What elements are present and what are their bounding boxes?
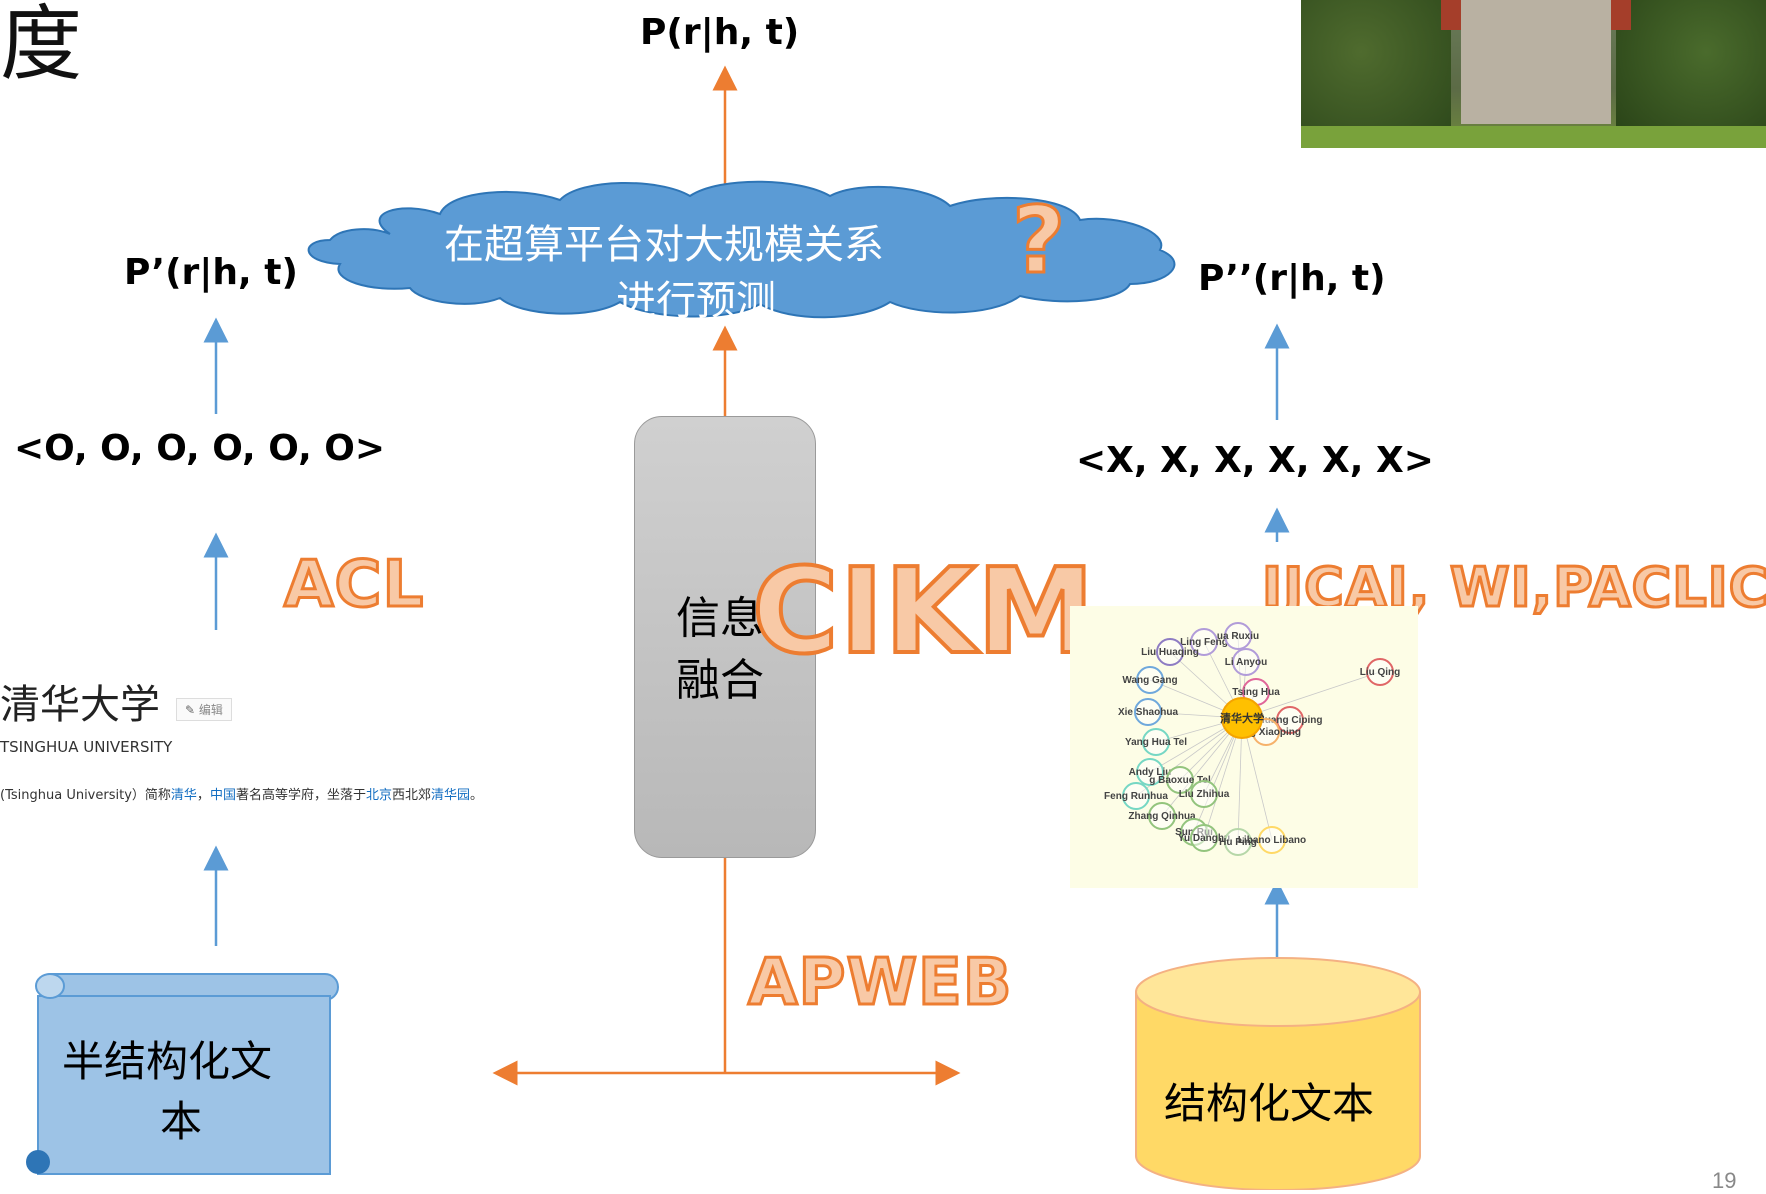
graph-node	[1190, 824, 1218, 852]
left-vector: <O, O, O, O, O, O>	[14, 428, 386, 469]
graph-node-label: Yang Hua Tel	[1125, 737, 1187, 748]
graph-node-label: Yu Danghu	[1178, 833, 1230, 844]
baike-text: (Tsinghua University）简称	[0, 788, 171, 803]
graph-node-label: Tsing Hua	[1232, 687, 1280, 698]
graph-node	[1136, 758, 1164, 786]
graph-node-label: Li Anyou	[1225, 657, 1267, 668]
graph-node	[1136, 666, 1164, 694]
graph-node-label: Zhang Qinhua	[1128, 811, 1196, 822]
graph-node	[1142, 728, 1170, 756]
graph-node	[1166, 766, 1194, 794]
graph-node	[1190, 780, 1218, 808]
graph-center-node	[1221, 697, 1263, 739]
graph-node-label: Deng Xiaoping	[1231, 727, 1301, 738]
baike-text: 著名高等学府，坐落于	[235, 788, 366, 803]
graph-node-label: Hu Ping	[1219, 837, 1257, 848]
cloud-text-line2: 进行预测	[616, 278, 776, 324]
baike-text: 西北郊	[391, 788, 431, 803]
semi-structured-doc-shape	[26, 973, 339, 1175]
graph-edge	[1241, 671, 1381, 719]
page-number: 19	[1712, 1168, 1737, 1193]
title-fragment: 度	[0, 0, 83, 92]
graph-node	[1190, 628, 1218, 656]
graph-node	[1224, 622, 1252, 650]
top-formula: P(r|h, t)	[640, 12, 800, 53]
right-vector: <X, X, X, X, X, X>	[1076, 440, 1434, 481]
baike-title: 清华大学	[0, 682, 160, 728]
baike-text: 。	[470, 788, 484, 803]
baike-snippet: 清华大学 ✎ 编辑 TSINGHUA UNIVERSITY (Tsinghua …	[0, 672, 540, 812]
graph-node	[1366, 658, 1394, 686]
baike-link[interactable]: 清华园	[431, 788, 471, 803]
graph-node-label: g Baoxue Tel	[1149, 775, 1211, 786]
graph-node-label: Liu Zhihua	[1179, 789, 1230, 800]
left-formula: P’(r|h, t)	[124, 252, 298, 293]
cloud-text-line1: 在超算平台对大规模关系	[444, 222, 884, 268]
fusion-box	[634, 416, 816, 858]
baike-description: (Tsinghua University）简称清华，中国著名高等学府，坐落于北京…	[0, 784, 483, 803]
graph-node-label: Xie Shaohua	[1118, 707, 1178, 718]
graph-node-label: Andy Liu	[1129, 767, 1172, 778]
semi-doc-line2: 本	[160, 1097, 203, 1146]
baike-link[interactable]: 中国	[209, 788, 236, 803]
baike-edit-label: 编辑	[198, 703, 223, 717]
baike-link[interactable]: 清华	[170, 788, 197, 803]
graph-center-label: 清华大学	[1220, 711, 1264, 725]
graph-edge	[1161, 717, 1243, 817]
fusion-text-line2: 融合	[676, 655, 764, 706]
structured-doc-shape	[1135, 957, 1421, 1190]
prediction-cloud	[307, 180, 1176, 319]
venue-cikm: CIKM	[750, 542, 1096, 680]
question-mark: ?	[1010, 186, 1067, 296]
graph-node-label: Libano Libano	[1238, 835, 1306, 846]
baike-subtitle: TSINGHUA UNIVERSITY	[0, 738, 173, 756]
semi-doc-line1: 半结构化文	[62, 1037, 273, 1086]
graph-node-label: Ling Feng	[1180, 637, 1228, 648]
graph-node-label: Huang Ciping	[1258, 715, 1323, 726]
graph-node-label: ua Ruxiu	[1217, 631, 1259, 642]
venue-apweb: APWEB	[747, 945, 1014, 1022]
graph-node	[1258, 826, 1286, 854]
campus-photo	[1301, 0, 1766, 148]
graph-node	[1276, 706, 1304, 734]
graph-node	[1122, 782, 1150, 810]
graph-node-label: Liu Qing	[1360, 667, 1401, 678]
graph-node	[1156, 638, 1184, 666]
graph-node	[1148, 802, 1176, 830]
graph-node	[1224, 828, 1252, 856]
graph-node	[1232, 648, 1260, 676]
structured-doc-label: 结构化文本	[1164, 1079, 1375, 1128]
baike-text: ，	[196, 788, 210, 803]
right-formula: P’’(r|h, t)	[1198, 258, 1386, 299]
pencil-icon: ✎	[185, 703, 196, 717]
graph-node-label: Wang Gang	[1122, 675, 1177, 686]
fusion-text-line1: 信息	[676, 593, 764, 644]
venue-acl: ACL	[282, 547, 425, 624]
graph-node-label: Feng Runhua	[1104, 791, 1168, 802]
graph-node	[1134, 698, 1162, 726]
graph-node-label: Liu Huaqing	[1141, 647, 1199, 658]
baike-edit-button[interactable]: ✎ 编辑	[176, 698, 232, 721]
baike-link[interactable]: 北京	[365, 788, 392, 803]
